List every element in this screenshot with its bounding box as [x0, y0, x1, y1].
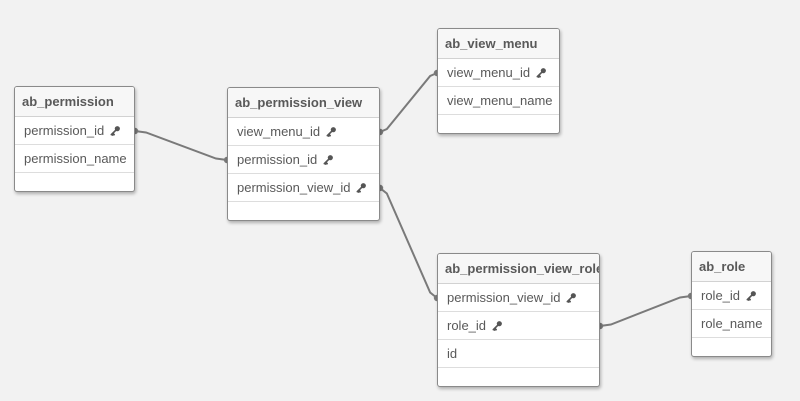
table-footer	[228, 202, 379, 220]
field-row[interactable]: role_id	[438, 312, 599, 340]
table-ab-permission[interactable]: ab_permission permission_id permission_n…	[14, 86, 135, 192]
field-row[interactable]: permission_view_id	[438, 284, 599, 312]
field-name: permission_name	[24, 151, 127, 166]
field-name: permission_view_id	[447, 290, 561, 305]
key-icon	[536, 68, 547, 78]
key-icon	[746, 291, 756, 301]
table-title: ab_permission	[15, 87, 134, 117]
relationship-line	[599, 295, 692, 327]
field-row[interactable]: permission_name	[15, 145, 134, 173]
field-row[interactable]: permission_id	[15, 117, 134, 145]
table-title: ab_role	[692, 252, 771, 282]
field-name: id	[447, 346, 458, 361]
key-icon	[323, 155, 334, 165]
field-row[interactable]: view_menu_name	[438, 87, 559, 115]
key-icon	[357, 183, 367, 193]
field-name: view_menu_name	[447, 93, 553, 108]
table-ab-role[interactable]: ab_role role_id role_name	[691, 251, 772, 357]
field-name: role_name	[701, 316, 763, 331]
table-footer	[15, 173, 134, 191]
key-icon	[567, 293, 577, 303]
field-row[interactable]: role_id	[692, 282, 771, 310]
field-row[interactable]: permission_view_id	[228, 174, 379, 202]
field-name: role_id	[447, 318, 487, 333]
table-title: ab_permission_view_role	[438, 254, 599, 284]
field-name: permission_id	[237, 152, 318, 167]
table-ab-permission-view[interactable]: ab_permission_view view_menu_id permissi…	[227, 87, 380, 221]
relationship-line	[134, 130, 228, 161]
table-footer	[438, 115, 559, 133]
table-title: ab_view_menu	[438, 29, 559, 59]
key-icon	[326, 127, 337, 137]
field-row[interactable]: permission_id	[228, 146, 379, 174]
field-row[interactable]: view_menu_id	[228, 118, 379, 146]
table-ab-view-menu[interactable]: ab_view_menu view_menu_id view_menu_name	[437, 28, 560, 134]
field-name: permission_view_id	[237, 180, 351, 195]
field-name: permission_id	[24, 123, 105, 138]
field-name: view_menu_id	[237, 124, 321, 139]
field-name: view_menu_id	[447, 65, 531, 80]
field-row[interactable]: id	[438, 340, 599, 368]
table-footer	[692, 338, 771, 356]
field-name: role_id	[701, 288, 741, 303]
field-row[interactable]: view_menu_id	[438, 59, 559, 87]
relationship-line	[379, 187, 438, 299]
field-row[interactable]: role_name	[692, 310, 771, 338]
relationship-line	[379, 72, 438, 133]
table-footer	[438, 368, 599, 386]
table-ab-permission-view-role[interactable]: ab_permission_view_role permission_view_…	[437, 253, 600, 387]
key-icon	[110, 126, 121, 136]
table-title: ab_permission_view	[228, 88, 379, 118]
key-icon	[492, 321, 502, 331]
